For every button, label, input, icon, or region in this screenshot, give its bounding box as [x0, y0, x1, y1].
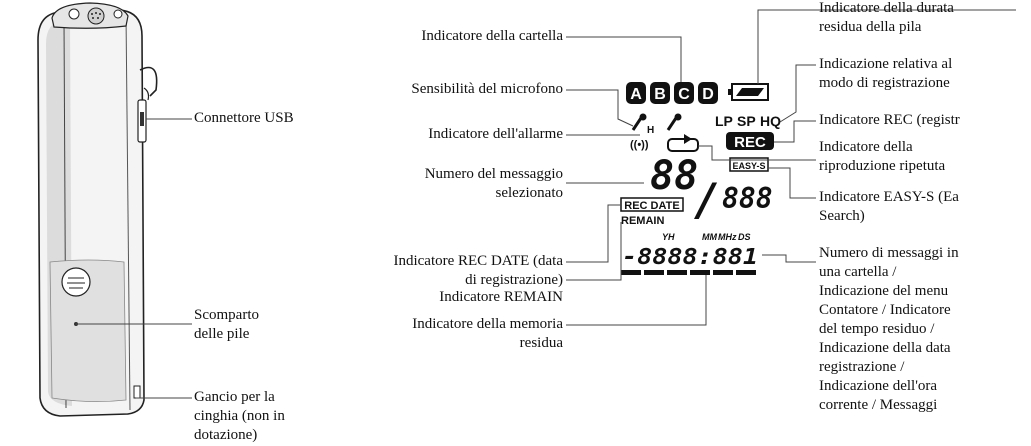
mode-hq-text: HQ — [760, 113, 781, 129]
label-rec-date-2: di registrazione) — [465, 272, 563, 288]
voice-recorder-illustration — [37, 2, 158, 417]
alarm-icon: ((•)) — [630, 139, 649, 151]
label-repeat-playback-2: riproduzione ripetuta — [819, 158, 946, 174]
folder-a-text: A — [630, 86, 642, 103]
label-message-number-1: Numero del messaggio — [424, 166, 563, 182]
rec-indicator-box — [726, 132, 774, 150]
device-leader-lines — [76, 118, 192, 399]
label-battery-remaining-2: residua della pila — [819, 19, 922, 35]
right-leader-lines — [698, 9, 1016, 263]
label-rec-date-1: Indicatore REC DATE (data — [393, 253, 563, 269]
display-slash: / — [694, 175, 721, 226]
label-easy-search-1: Indicatore EASY-S (Ea — [819, 189, 959, 205]
battery-icon — [728, 83, 769, 101]
rec-indicator-text: REC — [734, 134, 766, 151]
label-strap-hook-3: dotazione) — [194, 427, 258, 443]
time-mm-text: MM — [702, 232, 717, 242]
label-battery-compartment-2: delle pile — [194, 326, 250, 342]
label-strap-hook-1: Gancio per la — [194, 389, 275, 405]
small-digits: 888 — [722, 182, 773, 215]
time-ds-text: DS — [738, 232, 751, 242]
folder-b-text: B — [654, 86, 666, 103]
label-easy-search-2: Search) — [819, 208, 865, 224]
mic-h-text: H — [647, 125, 654, 136]
message-number-digits: 88 — [650, 153, 698, 199]
microphone-icon: H — [631, 113, 682, 136]
label-alarm-indicator: Indicatore dell'allarme — [428, 126, 563, 142]
label-counter-9: corrente / Messaggi — [819, 397, 938, 413]
mode-sp-text: SP — [737, 113, 756, 129]
easy-s-text: EASY-S — [732, 161, 765, 171]
label-counter-7: registrazione / — [819, 359, 905, 375]
label-rec-indicator: Indicatore REC (registr — [819, 112, 960, 128]
easy-s-box — [729, 157, 769, 172]
label-counter-4: Contatore / Indicatore — [819, 302, 951, 318]
label-counter-2: una cartella / — [819, 264, 897, 280]
label-usb-connector: Connettore USB — [194, 110, 294, 126]
label-counter-3: Indicazione del menu — [819, 283, 949, 299]
label-memory-indicator-1: Indicatore della memoria — [412, 316, 563, 332]
label-memory-indicator-2: residua — [519, 335, 563, 351]
label-mic-sensitivity: Sensibilità del microfono — [411, 81, 563, 97]
time-yh-text: YH — [662, 232, 675, 242]
rec-date-text: REC DATE — [624, 200, 679, 212]
label-counter-8: Indicazione dell'ora — [819, 378, 938, 394]
repeat-icon — [667, 134, 699, 152]
label-repeat-playback-1: Indicatore della — [819, 139, 913, 155]
lcd-display: A B C D H LP SP HQ REC ((•)) — [620, 82, 781, 275]
label-recording-mode-1: Indicazione relativa al — [819, 56, 953, 72]
label-counter-1: Numero di messaggi in — [819, 245, 959, 261]
label-recording-mode-2: modo di registrazione — [819, 75, 950, 91]
label-folder-indicator: Indicatore della cartella — [421, 28, 563, 44]
label-remain-indicator: Indicatore REMAIN — [439, 289, 563, 305]
mode-lp-text: LP — [715, 113, 733, 129]
folder-c-text: C — [678, 86, 690, 103]
folder-d-text: D — [702, 86, 714, 103]
label-battery-compartment-1: Scomparto — [194, 307, 259, 323]
label-message-number-2: selezionato — [495, 185, 563, 201]
counter-digits: -8888:881 — [622, 245, 758, 270]
label-battery-remaining-1: Indicatore della durata — [819, 0, 954, 16]
label-counter-6: Indicazione della data — [819, 340, 951, 356]
time-mhz-text: MHz — [718, 232, 737, 242]
memory-bar — [621, 270, 756, 275]
left-leader-lines — [566, 36, 707, 326]
folder-indicator-boxes: A B C D — [626, 82, 718, 104]
label-strap-hook-2: cinghia (non in — [194, 408, 285, 424]
remain-text: REMAIN — [621, 215, 664, 227]
label-counter-5: del tempo residuo / — [819, 321, 935, 337]
